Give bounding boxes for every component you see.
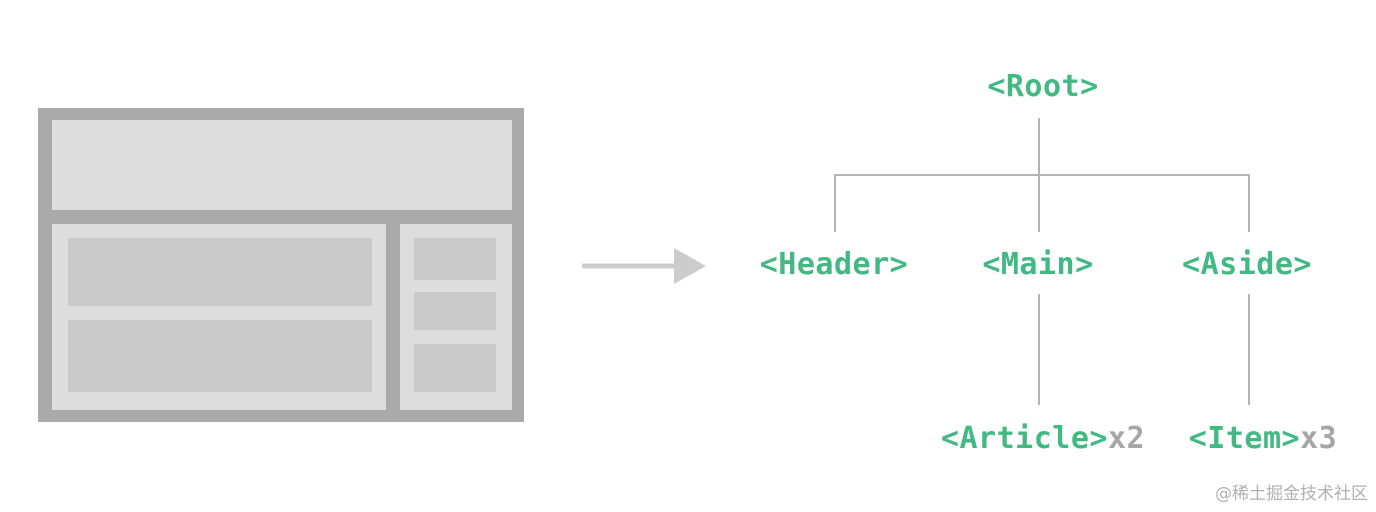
node-item: <Item>x3 — [1189, 421, 1338, 457]
node-header: <Header> — [760, 247, 909, 283]
layout-item-block — [414, 344, 496, 392]
node-article-multiplier: x2 — [1107, 421, 1146, 456]
node-main: <Main> — [982, 247, 1093, 283]
node-item-multiplier: x3 — [1300, 421, 1338, 456]
arrow-head — [674, 248, 706, 284]
node-header-label: <Header> — [759, 247, 909, 282]
layout-article-block — [68, 238, 372, 306]
node-article-label: <Article> — [940, 421, 1108, 456]
node-main-label: <Main> — [982, 247, 1094, 282]
watermark: @稀土掘金技术社区 — [1215, 484, 1368, 504]
layout-item-block — [414, 238, 496, 280]
node-aside-label: <Aside> — [1182, 247, 1312, 282]
layout-aside-block — [400, 224, 512, 410]
node-root: <Root> — [987, 69, 1098, 105]
node-article: <Article>x2 — [941, 421, 1145, 457]
node-item-label: <Item> — [1188, 421, 1301, 456]
node-aside: <Aside> — [1182, 247, 1312, 283]
layout-header-block — [52, 120, 512, 210]
layout-article-block — [68, 320, 372, 392]
layout-main-block — [52, 224, 386, 410]
page-layout-illustration — [38, 108, 524, 422]
connector-root-children — [834, 174, 1250, 232]
layout-item-block — [414, 292, 496, 330]
node-root-label: <Root> — [987, 69, 1099, 104]
